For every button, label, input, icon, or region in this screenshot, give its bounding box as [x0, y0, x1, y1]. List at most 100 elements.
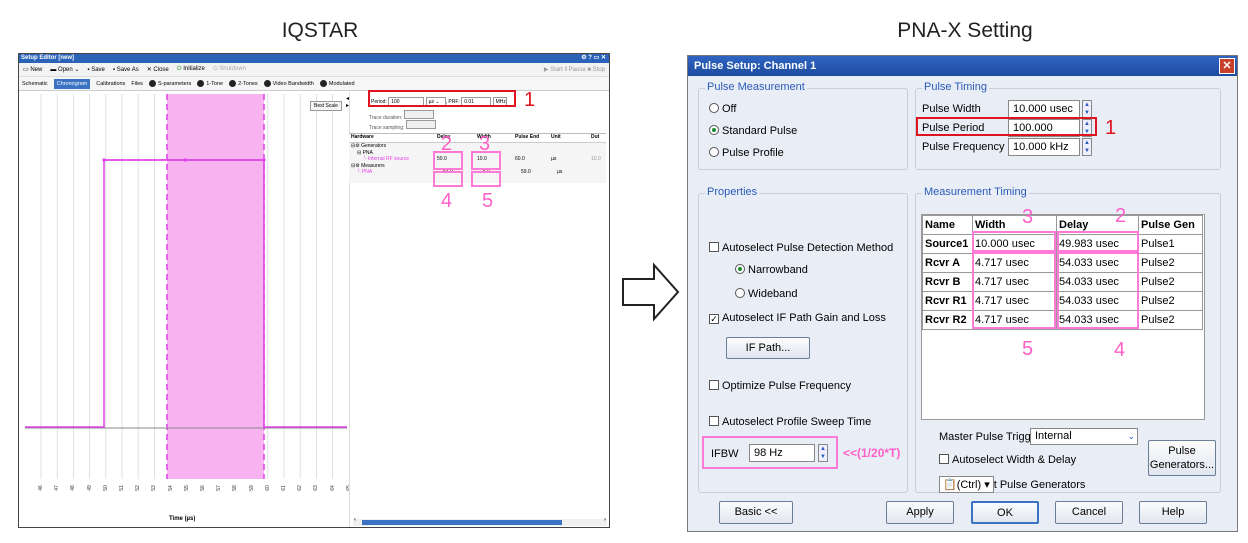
source-delay-highlight — [1057, 231, 1139, 252]
cancel-button[interactable]: Cancel — [1055, 501, 1123, 524]
annotation-2-left: 2 — [441, 133, 453, 155]
x-tick-label: 59 — [248, 485, 255, 491]
trace-sampling-row: Trace sampling: — [369, 120, 436, 131]
pulse-period-label: Pulse Period — [922, 122, 985, 134]
source-dut: 10.0 — [591, 156, 601, 162]
run-controls: ▶ Start ‖ Pause ■ Stop — [544, 66, 609, 73]
checkbox-icon — [939, 454, 949, 464]
ifbw-input[interactable]: 98 Hz — [749, 444, 815, 462]
checkbox-icon — [709, 416, 719, 426]
iq-title-text: Setup Editor [new] — [21, 55, 74, 61]
x-tick-label: 54 — [167, 485, 174, 491]
tab-s-parameters[interactable]: S-parameters — [148, 80, 191, 87]
annotation-4-left: 4 — [441, 190, 453, 212]
iq-window-controls[interactable]: ⚙ ? ▭ ✕ — [581, 55, 606, 61]
pulse-measurement-title: Pulse Measurement — [705, 81, 807, 93]
close-button[interactable]: ✕ Close — [146, 67, 169, 73]
radio-standard-pulse[interactable]: Standard Pulse — [709, 125, 797, 137]
tab-chronogram[interactable]: Chronogram — [53, 78, 91, 89]
apply-button[interactable]: Apply — [886, 501, 954, 524]
measurer-unit: µs — [557, 169, 563, 175]
tree-generators[interactable]: ⊟⚙ Generators — [351, 143, 387, 149]
x-tick-label: 61 — [280, 485, 287, 491]
x-tick-label: 53 — [151, 485, 158, 491]
source-delay[interactable]: 50.0 — [437, 156, 447, 162]
pulse-frequency-spinner[interactable]: ▲▼ — [1082, 138, 1092, 156]
autoselect-profile-checkbox[interactable]: Autoselect Profile Sweep Time — [709, 416, 871, 428]
annotation-5-right: 5 — [1022, 338, 1034, 360]
tree-pna-generator[interactable]: ⊟ PNA — [357, 149, 373, 156]
x-tick-label: 55 — [183, 485, 190, 491]
pause-button[interactable]: ‖ Pause — [564, 67, 586, 73]
checkbox-icon — [709, 380, 719, 390]
x-tick-label: 64 — [329, 485, 336, 491]
x-tick-label: 51 — [118, 485, 125, 491]
pulse-width-label: Pulse Width — [922, 103, 981, 115]
tab-video-bandwidth[interactable]: Video Bandwidth — [263, 80, 314, 87]
best-scale-button[interactable]: Best Scale — [310, 101, 342, 111]
new-button[interactable]: ▭ New — [23, 67, 43, 73]
pulse-period-highlight — [916, 117, 1097, 136]
save-button[interactable]: ▪ Save — [87, 66, 105, 73]
ctrl-paste-popup[interactable]: 📋(Ctrl) ▾ — [939, 476, 994, 493]
tone-icon — [197, 80, 205, 87]
radio-wideband[interactable]: Wideband — [735, 288, 798, 300]
trace-duration-input[interactable] — [403, 110, 434, 119]
help-button[interactable]: Help — [1139, 501, 1207, 524]
pnax-window: Pulse Setup: Channel 1 ✕ Pulse Measureme… — [687, 55, 1238, 532]
autoselect-width-checkbox[interactable]: Autoselect Width & Delay — [939, 454, 1076, 466]
ok-button[interactable]: OK — [971, 501, 1039, 524]
pnax-heading: PNA-X Setting — [897, 19, 1033, 42]
basic-button[interactable]: Basic << — [719, 501, 793, 524]
vbw-icon — [263, 80, 271, 87]
radio-narrowband[interactable]: Narrowband — [735, 264, 808, 276]
scrollbar-thumb[interactable] — [362, 520, 562, 525]
properties-group: Properties Autoselect Pulse Detection Me… — [698, 186, 908, 493]
tab-calibrations[interactable]: Calibrations — [96, 80, 126, 87]
tab-schematic[interactable]: Schematic — [22, 80, 48, 87]
autoselect-if-checkbox[interactable]: ✓Autoselect IF Path Gain and Loss — [709, 312, 886, 324]
source-width[interactable]: 10.0 — [477, 156, 487, 162]
radio-pulse-profile[interactable]: Pulse Profile — [709, 147, 784, 159]
tab-files[interactable]: Files — [131, 80, 143, 87]
pulse-frequency-input[interactable]: 10.000 kHz — [1008, 138, 1080, 156]
master-trigger-select[interactable]: Internal⌄ — [1030, 428, 1138, 445]
open-button[interactable]: ▬ Open ⌄ — [50, 67, 80, 73]
horizontal-scrollbar[interactable]: ‹› — [353, 517, 607, 526]
tab-2-tones[interactable]: 2-Tones — [229, 80, 258, 87]
save-as-button[interactable]: ▪ Save As — [112, 66, 139, 73]
tree-rf-source[interactable]: └ Internal RF source 50.0 10.0 60.0 µs 1… — [363, 156, 601, 162]
ifbw-note: <<(1/20*T) — [843, 446, 901, 460]
pulse-generators-row: 📋(Ctrl) ▾t Pulse Generators — [939, 476, 1085, 493]
splitter-arrows[interactable]: ◂▸ — [346, 96, 350, 109]
if-path-button[interactable]: IF Path... — [726, 337, 810, 359]
annotation-5-left: 5 — [482, 190, 494, 212]
tab-modulated[interactable]: Modulated — [319, 80, 355, 87]
optimize-frequency-checkbox[interactable]: Optimize Pulse Frequency — [709, 380, 851, 392]
stop-button[interactable]: ■ Stop — [587, 67, 605, 73]
tab-1-tone[interactable]: 1-Tone — [197, 80, 223, 87]
iq-titlebar: Setup Editor [new] ⚙ ? ▭ ✕ — [19, 54, 609, 63]
x-tick-label: 60 — [264, 485, 271, 491]
pulse-generators-button[interactable]: Pulse Generators... — [1148, 440, 1216, 476]
ifbw-spinner[interactable]: ▲▼ — [818, 444, 828, 462]
radio-off[interactable]: Off — [709, 103, 736, 115]
prf-label: , PRF: — [445, 99, 460, 105]
shutdown-button[interactable]: ⏻ Shutdown — [212, 66, 246, 72]
pulse-period-spinner[interactable]: ▲▼ — [1082, 119, 1092, 137]
initialize-button[interactable]: ⏻ Initialize — [176, 66, 205, 72]
pulse-width-spinner[interactable]: ▲▼ — [1082, 100, 1092, 118]
chronogram-plot[interactable] — [25, 94, 347, 479]
pulse-width-input[interactable]: 10.000 usec — [1008, 100, 1080, 118]
radio-icon — [709, 103, 719, 113]
close-icon[interactable]: ✕ — [1219, 58, 1235, 74]
trace-sampling-input[interactable] — [405, 120, 436, 129]
autoselect-detection-checkbox[interactable]: Autoselect Pulse Detection Method — [709, 242, 893, 254]
paste-icon: 📋 — [943, 479, 957, 491]
tree-measurers[interactable]: ⊟⚙ Measurers — [351, 162, 385, 169]
measurer-delay-highlight — [433, 171, 463, 187]
start-button[interactable]: ▶ Start — [543, 67, 563, 73]
